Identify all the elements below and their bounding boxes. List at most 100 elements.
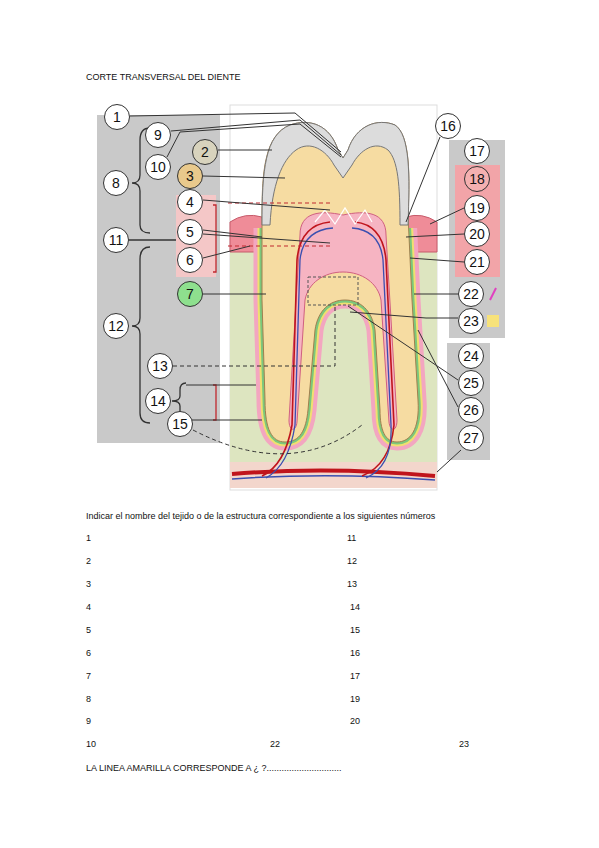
callout-circle: 24: [458, 343, 484, 369]
leader-line: [130, 113, 341, 152]
answer-number: 12: [347, 556, 357, 567]
callout-number: 11: [109, 233, 124, 247]
answer-number: 7: [86, 671, 91, 682]
leader-line: [430, 208, 464, 224]
bracket: [213, 205, 216, 272]
blood-vessel: [352, 228, 391, 478]
callout-number: 12: [108, 319, 124, 333]
dashed-line: [228, 246, 330, 247]
leader-line: [186, 385, 256, 386]
leader-line: [193, 425, 362, 454]
callout-circle: 3: [177, 163, 203, 189]
leader-line: [129, 239, 176, 240]
leader-lines: [130, 113, 464, 472]
callout-number: 21: [469, 255, 485, 269]
callout-number: 27: [463, 431, 479, 445]
callout-number: 26: [463, 403, 479, 417]
leader-line: [414, 294, 458, 295]
callout-circle: 5: [177, 219, 203, 245]
callout-number: 3: [186, 169, 194, 183]
answer-number: 22: [270, 739, 280, 750]
leader-line: [203, 246, 250, 258]
answer-number: 2: [86, 556, 91, 567]
leader-line: [203, 234, 330, 243]
callout-number: 14: [150, 394, 166, 408]
answer-number: 11: [347, 533, 356, 544]
blood-vessel: [355, 222, 394, 476]
callout-number: 23: [463, 314, 479, 328]
leader-line: [426, 318, 458, 319]
callout-circle: 4: [177, 189, 203, 215]
periodontal-ligament: [262, 228, 418, 442]
yellow-line: [262, 228, 418, 442]
right-panel: [447, 343, 490, 460]
callout-number: 16: [440, 119, 456, 133]
answer-number: 20: [350, 716, 360, 727]
callout-number: 20: [469, 227, 485, 241]
callout-circle: 14: [145, 388, 171, 414]
callout-circle: 17: [464, 138, 490, 164]
leader-line: [437, 450, 461, 472]
blood-vessel: [266, 228, 333, 478]
callout-number: 25: [463, 376, 479, 390]
leader-line: [218, 150, 272, 151]
callout-number: 9: [154, 128, 162, 142]
callout-circle: 6: [177, 247, 203, 273]
callout-circle: 25: [458, 370, 484, 396]
answer-number: 15: [350, 625, 360, 636]
callout-circle: 10: [145, 154, 171, 180]
callout-number: 24: [463, 349, 479, 363]
leader-line: [348, 306, 458, 380]
answer-number: 13: [347, 579, 357, 590]
leader-line: [418, 330, 458, 407]
answer-number: 10: [86, 739, 96, 750]
callout-number: 13: [152, 359, 168, 373]
leader-line: [186, 420, 262, 421]
worksheet-text: LA LINEA AMARILLA CORRESPONDE A ¿ ?.....…: [86, 763, 342, 774]
callout-number: 1: [113, 110, 121, 124]
callout-circle: 23: [458, 308, 484, 334]
callout-circle: 27: [458, 425, 484, 451]
answer-number: 17: [350, 671, 360, 682]
cementum: [262, 228, 418, 442]
leader-line: [203, 294, 266, 295]
callout-number: 7: [186, 287, 194, 301]
pulp: [289, 213, 397, 430]
leader-line: [203, 176, 285, 178]
callout-number: 19: [469, 201, 485, 215]
leader-line: [203, 200, 330, 210]
callout-number: 18: [469, 172, 485, 186]
callout-number: 5: [186, 225, 194, 239]
yellow-swatch: [487, 315, 499, 327]
callout-number: 4: [186, 195, 194, 209]
callout-number: 22: [463, 287, 479, 301]
callout-number: 17: [469, 144, 485, 158]
left-panel: [97, 115, 220, 443]
answer-number: 23: [459, 739, 469, 750]
callout-number: 10: [150, 160, 166, 174]
callout-circle: 22: [458, 281, 484, 307]
callout-circle: 19: [464, 195, 490, 221]
callout-circle: 8: [103, 170, 129, 196]
callout-circle: 13: [147, 353, 173, 379]
bracket: [213, 385, 216, 420]
leader-line: [406, 137, 440, 222]
callout-circle: 16: [435, 113, 461, 139]
answer-number: 19: [350, 694, 360, 705]
callout-circle: 2: [192, 139, 218, 165]
worksheet-text: Indicar el nombre del tejido o de la est…: [86, 511, 435, 522]
answer-number: 4: [86, 602, 91, 613]
callout-circle: 21: [464, 249, 490, 275]
callout-circle: 9: [145, 122, 171, 148]
answer-number: 16: [350, 648, 360, 659]
bracket: [132, 128, 150, 233]
answer-number: 3: [86, 579, 91, 590]
answer-number: 14: [350, 602, 360, 613]
nerve: [315, 208, 372, 224]
illustration-ground: [230, 105, 437, 490]
callout-number: 15: [172, 417, 188, 431]
answer-number: 9: [86, 716, 91, 727]
enamel: [262, 122, 409, 225]
callout-circle: 1: [104, 104, 130, 130]
callout-circle: 11: [103, 227, 129, 253]
